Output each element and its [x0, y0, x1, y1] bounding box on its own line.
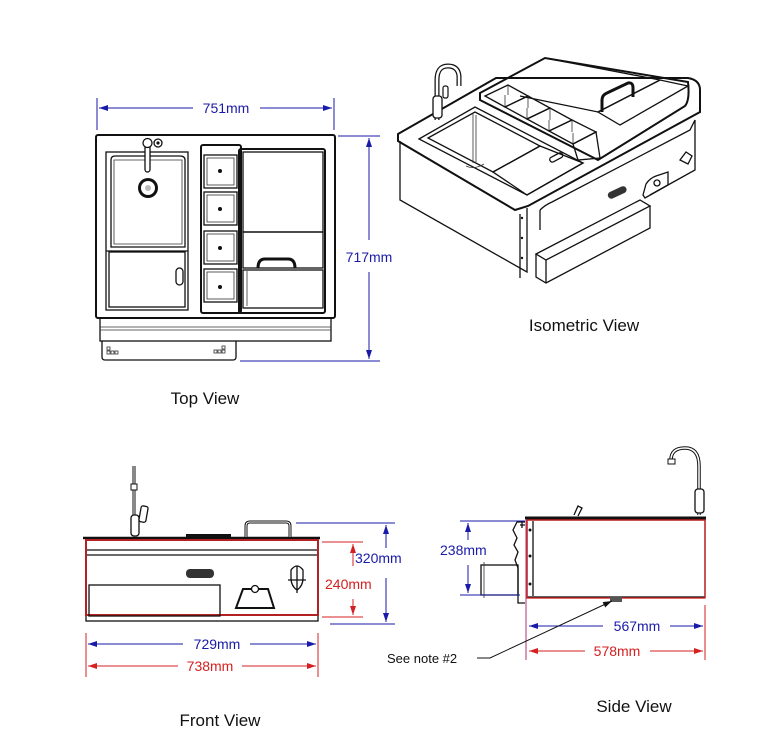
iso-left-side	[399, 141, 528, 274]
ice-bin-handle-icon	[256, 257, 297, 269]
condiment-frame	[200, 144, 242, 314]
front-height-label: 320mm	[355, 550, 402, 566]
side-drawer	[480, 564, 519, 596]
front-faucet-icon	[130, 466, 149, 537]
side-view-label: Side View	[596, 697, 672, 716]
bracket-icon	[106, 345, 226, 355]
isometric-view	[397, 56, 701, 284]
iso-sink-well	[417, 106, 585, 196]
side-cutting-board-tab	[573, 505, 583, 517]
front-drawer	[88, 584, 221, 617]
side-faucet-icon	[667, 446, 705, 515]
side-outer-depth-label: 578mm	[594, 643, 641, 659]
iso-top-surface	[397, 77, 701, 212]
sink-well	[105, 151, 189, 311]
front-body-height-label: 240mm	[325, 576, 372, 592]
front-body-red-outline	[85, 539, 319, 616]
front-towel-ring-icon	[234, 588, 276, 609]
ice-bin-lid	[242, 151, 324, 233]
top-view-label: Top View	[171, 389, 240, 408]
iso-faucet-icon	[432, 63, 462, 120]
side-note-label: See note #2	[387, 651, 457, 666]
front-view: 320mm 240mm 729mm 738mm	[83, 466, 402, 677]
cutting-board	[108, 251, 186, 308]
top-width-label: 751mm	[203, 100, 250, 116]
front-view-label: Front View	[180, 711, 262, 730]
iso-cutting-board	[491, 145, 585, 196]
front-bottle-opener-icon	[288, 565, 306, 593]
front-outer-width-label: 738mm	[187, 658, 234, 674]
board-slot-icon	[175, 267, 184, 286]
front-body-height-dimension: 240mm	[322, 541, 372, 618]
top-drawer-tray	[101, 341, 237, 361]
side-inner-depth-label: 567mm	[614, 618, 661, 634]
side-body	[526, 519, 706, 598]
top-depth-label: 717mm	[346, 249, 393, 265]
top-width-dimension: 751mm	[96, 98, 335, 130]
front-height-dimension: 320mm	[296, 522, 402, 625]
iso-condiment-pans	[483, 84, 601, 161]
side-drawer-height-label: 238mm	[440, 542, 487, 558]
top-front-rail	[99, 317, 332, 342]
front-body	[85, 539, 319, 622]
iso-drawer-top	[534, 199, 652, 261]
side-drawer-height-dimension: 238mm	[440, 520, 525, 596]
front-width-dimensions: 729mm 738mm	[85, 633, 319, 677]
side-depth-dimensions: 567mm 578mm	[529, 618, 703, 659]
condiment-pans	[203, 154, 238, 303]
sink-basin	[110, 155, 186, 248]
side-front-hardware	[512, 521, 525, 604]
ice-bin-frame	[238, 148, 326, 314]
iso-ice-handle-icon	[600, 81, 635, 112]
front-vent-icon	[186, 569, 214, 578]
iso-front-side	[539, 119, 696, 211]
iso-towel-ring-icon	[642, 171, 669, 199]
front-inner-width-label: 729mm	[194, 636, 241, 652]
top-view: 751mm 717mm	[95, 98, 393, 362]
ice-bin-front	[242, 269, 324, 309]
side-view: 238mm 567mm 578mm See note #2	[387, 446, 706, 666]
iso-bottle-opener-icon	[679, 151, 693, 165]
side-drain-icon	[610, 597, 622, 602]
note-leader-line	[477, 600, 613, 659]
isometric-view-label: Isometric View	[529, 316, 640, 335]
top-depth-dimension: 717mm	[240, 135, 393, 362]
faucet-icon	[142, 137, 163, 173]
top-body-outline	[95, 134, 336, 319]
front-cutting-board	[186, 534, 231, 537]
front-ice-handle-icon	[244, 520, 292, 537]
iso-vent-icon	[607, 186, 627, 199]
iso-ice-tray	[479, 56, 690, 162]
